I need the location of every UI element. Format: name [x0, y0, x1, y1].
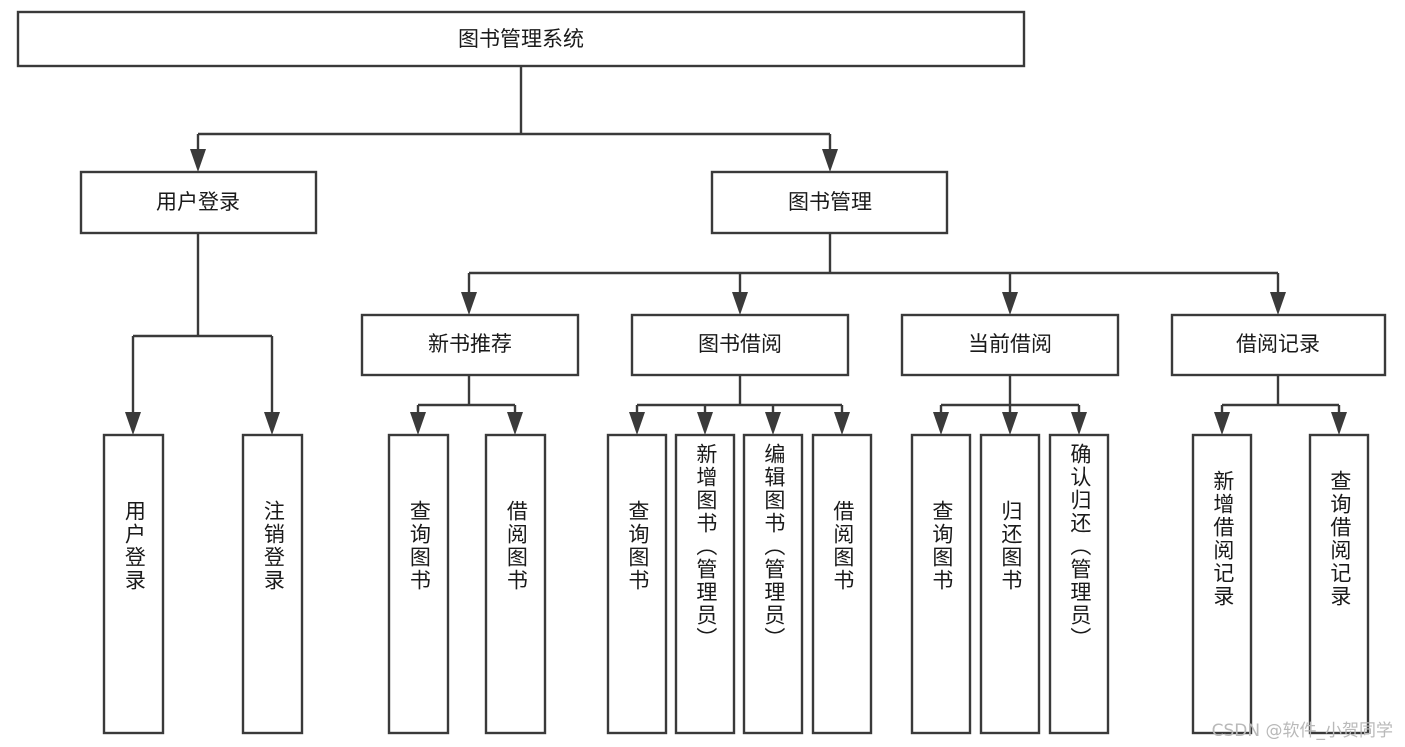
arrow-icon	[933, 412, 949, 435]
node-box-shape[interactable]	[360, 313, 580, 377]
leaf-box-bookborrow-0[interactable]	[606, 433, 668, 735]
arrow-icon	[410, 412, 426, 435]
node-level3-label: 当前借阅	[968, 332, 1052, 356]
connector-bookborrow-to-leaves	[629, 375, 850, 435]
node-box-shape[interactable]	[710, 170, 949, 235]
node-box-shape[interactable]	[16, 10, 1026, 68]
connector-borrowrecords-to-leaves	[1214, 375, 1347, 435]
arrow-icon	[1214, 412, 1230, 435]
node-box-shape[interactable]	[630, 313, 850, 377]
leaf-box-user-login-0[interactable]	[102, 433, 165, 735]
node-book-management[interactable]: 图书管理	[710, 170, 949, 235]
arrow-icon	[629, 412, 645, 435]
arrow-icon	[765, 412, 781, 435]
arrow-icon	[190, 149, 206, 172]
node-borrow-records[interactable]: 借阅记录	[1170, 313, 1387, 377]
node-box-shape[interactable]	[1170, 313, 1387, 377]
node-level3-label: 图书借阅	[698, 332, 782, 356]
leaf-box-currentborrow-0[interactable]	[910, 433, 972, 735]
arrow-icon	[264, 412, 280, 435]
arrow-icon	[732, 292, 748, 315]
csdn-watermark: CSDN @软件_小贺同学	[1211, 721, 1393, 741]
leaf-box-currentborrow-1[interactable]	[979, 433, 1041, 735]
arrow-icon	[834, 412, 850, 435]
node-level2-label: 用户登录	[156, 190, 240, 214]
connector-currentborrow-to-leaves	[933, 375, 1087, 435]
leaf-box-user-login-1[interactable]	[241, 433, 304, 735]
arrow-icon	[1270, 292, 1286, 315]
connector-newbook-to-leaves	[410, 375, 523, 435]
node-root-label: 图书管理系统	[458, 27, 584, 51]
leaf-box-newbook-1[interactable]	[484, 433, 547, 735]
connector-userlogin-to-leaves	[125, 233, 280, 435]
arrow-icon	[697, 412, 713, 435]
node-new-book-recommend[interactable]: 新书推荐	[360, 313, 580, 377]
arrow-icon	[822, 149, 838, 172]
leaf-box-bookborrow-3[interactable]	[811, 433, 873, 735]
leaf-box-bookborrow-2[interactable]	[742, 433, 804, 735]
connector-booksmgmt-to-level3	[461, 233, 1286, 315]
node-box-shape[interactable]	[79, 170, 318, 235]
arrow-icon	[1331, 412, 1347, 435]
connector-root-to-level2	[190, 66, 838, 172]
node-level2-label: 图书管理	[788, 190, 872, 214]
node-level3-label: 新书推荐	[428, 332, 512, 356]
leaf-box-borrowrecords-1[interactable]	[1308, 433, 1370, 735]
arrow-icon	[1002, 412, 1018, 435]
node-current-borrow[interactable]: 当前借阅	[900, 313, 1120, 377]
leaf-box-currentborrow-2[interactable]	[1048, 433, 1110, 735]
arrow-icon	[1071, 412, 1087, 435]
arrow-icon	[1002, 292, 1018, 315]
node-root[interactable]: 图书管理系统	[16, 10, 1026, 68]
arrow-icon	[125, 412, 141, 435]
leaf-box-bookborrow-1[interactable]	[674, 433, 736, 735]
node-box-shape[interactable]	[900, 313, 1120, 377]
node-user-login[interactable]: 用户登录	[79, 170, 318, 235]
arrow-icon	[507, 412, 523, 435]
leaf-box-borrowrecords-0[interactable]	[1191, 433, 1253, 735]
node-book-borrow[interactable]: 图书借阅	[630, 313, 850, 377]
leaf-box-newbook-0[interactable]	[387, 433, 450, 735]
arrow-icon	[461, 292, 477, 315]
node-level3-label: 借阅记录	[1236, 332, 1320, 356]
